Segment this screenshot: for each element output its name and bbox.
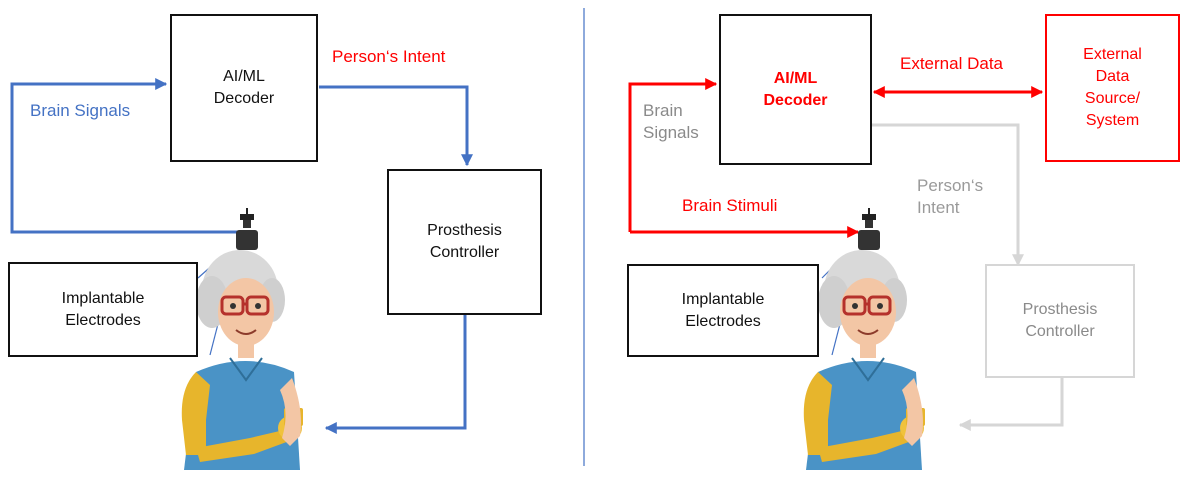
external-data-source-label: External Data Source/ System: [1083, 46, 1142, 129]
right-prosthesis-controller-box: Prosthesis Controller: [985, 264, 1135, 378]
external-data-label: External Data: [900, 54, 1003, 73]
controller-to-hand-arrow: [324, 313, 467, 434]
implantable-electrodes-label: Implantable Electrodes: [61, 289, 145, 329]
external-data-source-box: External Data Source/ System: [1045, 14, 1180, 162]
implantable-electrodes-box: Implantable Electrodes: [8, 262, 198, 357]
right-decoder-box: AI/ML Decoder: [719, 14, 872, 165]
brain-signals-label: Brain Signals: [30, 101, 131, 120]
decoder-box: AI/ML Decoder: [170, 14, 318, 162]
decoder-label: AI/ML Decoder: [213, 68, 275, 107]
right-decoder-label: AI/ML Decoder: [763, 69, 828, 109]
prosthesis-controller-box: Prosthesis Controller: [387, 169, 542, 315]
brain-stimuli-label: Brain Stimuli: [682, 196, 778, 215]
persons-intent-label: Person‘s Intent: [332, 47, 446, 66]
person-illustration-left: [181, 208, 303, 470]
prosthesis-controller-label: Prosthesis Controller: [427, 222, 502, 261]
intent-arrow: [319, 85, 473, 167]
right-persons-intent-label: Person‘s Intent: [917, 176, 984, 217]
brain-signals-arrow: [10, 78, 245, 234]
right-intent-arrow: [872, 123, 1024, 267]
right-brain-signals-arrow: [628, 78, 718, 232]
right-implantable-electrodes-label: Implantable Electrodes: [681, 290, 765, 330]
right-controller-to-hand-arrow: [958, 378, 1064, 431]
person-illustration-right: [803, 208, 925, 470]
right-implantable-electrodes-box: Implantable Electrodes: [627, 264, 819, 357]
right-prosthesis-controller-label: Prosthesis Controller: [1022, 301, 1098, 340]
right-brain-signals-label: Brain Signals: [643, 101, 699, 142]
